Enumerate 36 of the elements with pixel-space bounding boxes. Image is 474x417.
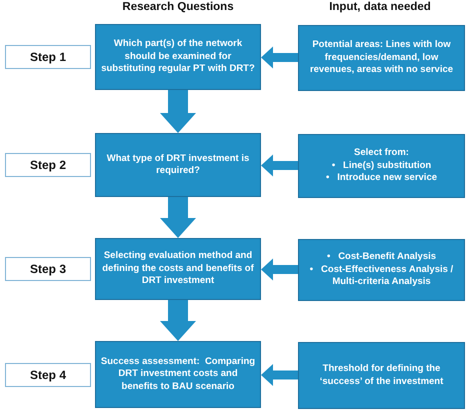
step-box [5,362,91,386]
box-text: Select from: [354,147,409,160]
block-arrow [261,154,298,176]
box-text: Potential areas: Lines with low frequencies/demand, low revenues, areas with no service [308,39,454,77]
step-label: Step 4 [30,368,66,382]
box-text: Selecting evaluation method and defining the costs and benefits of DRT investment [101,250,255,288]
box-text: • Cost-Benefit Analysis [326,251,436,264]
process-box [95,341,261,408]
column-heading: Input, data needed [329,1,431,13]
step-label: Step 3 [30,262,66,276]
process-box [298,342,465,409]
process-box [298,239,465,301]
block-arrow [261,46,298,68]
box-text: Success assessment: Comparing DRT investment costs and benefits to BAU scenario [100,356,256,394]
step-label: Step 1 [30,50,66,64]
step-box [5,153,91,177]
block-arrow [160,300,196,341]
step-label: Step 2 [30,158,66,172]
step-box [5,45,91,69]
block-arrow [261,258,298,280]
box-text: Threshold for defining the ‘success’ of the investment [318,363,444,388]
process-box [298,25,465,91]
step-box [5,257,91,281]
process-box [95,238,261,300]
box-text: • Introduce new service [326,172,438,185]
block-arrow [261,364,298,386]
block-arrow [160,197,196,238]
column-heading: Research Questions [122,1,234,13]
process-box [298,134,465,198]
process-box [95,133,261,197]
box-text: • Line(s) substitution [332,160,432,172]
block-arrow [160,90,196,133]
box-text: • Cost-Effectiveness Analysis / Multi-criteria Analysis [308,264,454,289]
box-text: What type of DRT investment is required? [106,152,250,178]
process-box [95,24,261,90]
box-text: Which part(s) of the network should be examined for substituting regular PT with DRT? [100,38,256,76]
